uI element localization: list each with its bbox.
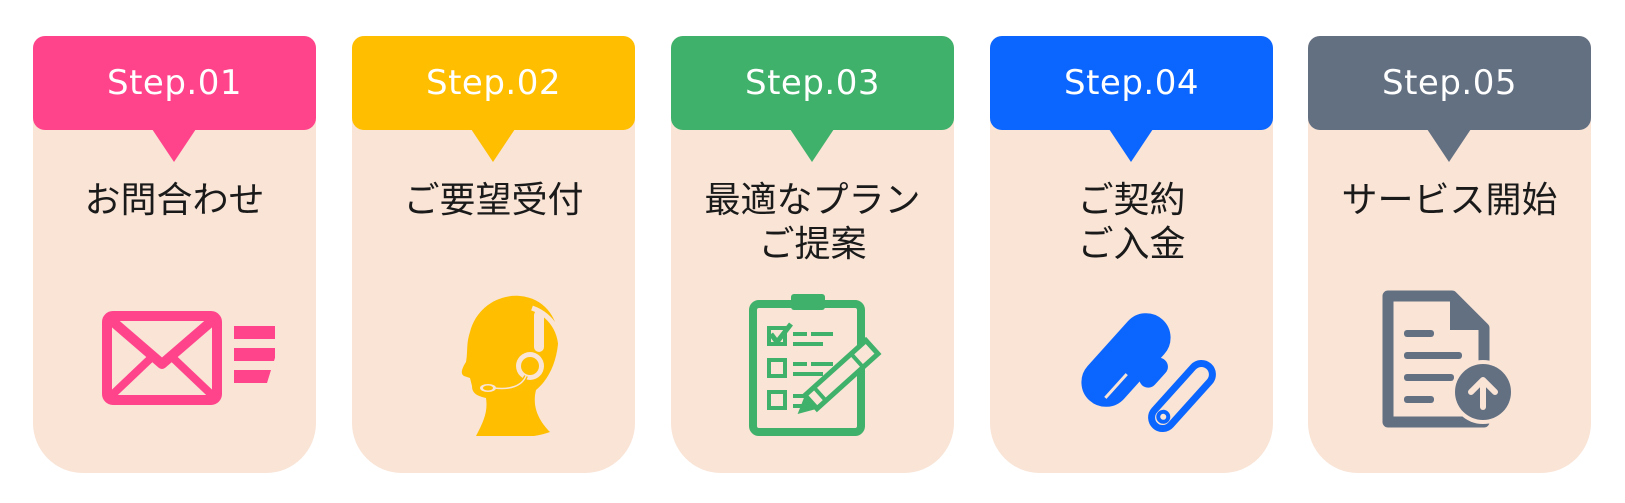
step-title-5-line-1: サービス開始 <box>1341 180 1558 221</box>
step-title-2-line-1: ご要望受付 <box>403 180 584 221</box>
payment-icon <box>1078 310 1216 433</box>
step-title-3-line-2: ご提案 <box>758 224 867 265</box>
step-pointer-2 <box>471 129 515 162</box>
step-card-5: Step.05 サービス開始 <box>1308 36 1591 473</box>
step-header-1: Step.01 <box>33 36 316 130</box>
step-title-3-line-1: 最適なプラン <box>704 180 921 221</box>
step-pointer-4 <box>1109 129 1153 162</box>
mail-icon <box>102 311 275 405</box>
step-header-2: Step.02 <box>352 36 635 130</box>
step-title-2: ご要望受付 <box>352 179 635 223</box>
step-card-4: Step.04 ご契約 ご入金 <box>990 36 1273 473</box>
step-card-3: Step.03 最適なプラン ご提案 <box>671 36 954 473</box>
step-title-1-line-1: お問合わせ <box>84 180 265 221</box>
step-title-3: 最適なプラン ご提案 <box>671 179 954 267</box>
step-title-4-line-2: ご入金 <box>1077 224 1186 265</box>
headset-operator-icon <box>461 295 564 436</box>
step-title-4-line-1: ご契約 <box>1077 180 1186 221</box>
step-pointer-5 <box>1427 129 1471 162</box>
step-header-5: Step.05 <box>1308 36 1591 130</box>
step-header-3: Step.03 <box>671 36 954 130</box>
step-header-4: Step.04 <box>990 36 1273 130</box>
step-card-2: Step.02 ご要望受付 <box>352 36 635 473</box>
step-title-4: ご契約 ご入金 <box>990 179 1273 267</box>
step-pointer-1 <box>152 129 196 162</box>
step-title-5: サービス開始 <box>1308 179 1591 223</box>
step-pointer-3 <box>790 129 834 162</box>
clipboard-checklist-icon <box>749 294 882 436</box>
step-card-1: Step.01 お問合わせ <box>33 36 316 473</box>
step-title-1: お問合わせ <box>33 179 316 223</box>
document-upload-icon <box>1382 290 1515 428</box>
